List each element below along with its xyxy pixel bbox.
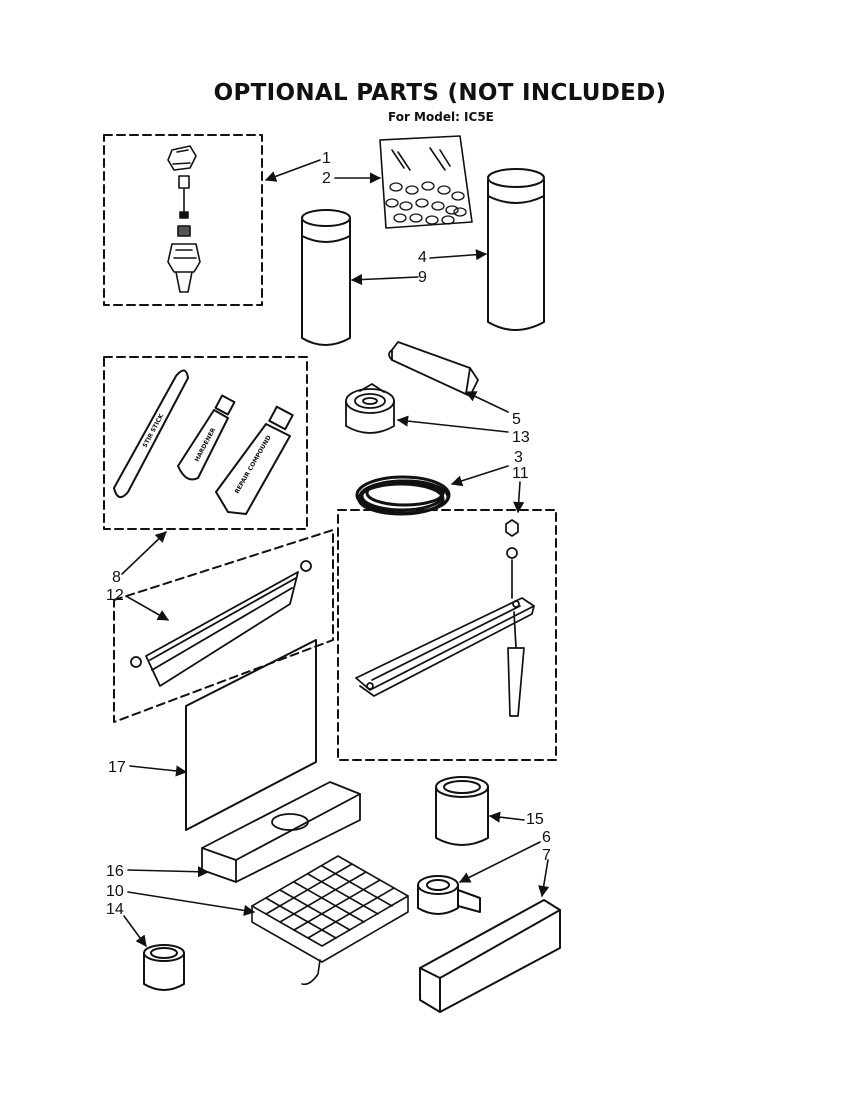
pellet-bag: [379, 135, 473, 229]
tape-roll-small: [417, 875, 481, 915]
pellets: [385, 181, 467, 225]
foam-block: [201, 781, 361, 883]
insulation-block: [419, 899, 561, 1013]
trim-kit-box: [113, 529, 334, 723]
leader-lines: [121, 159, 550, 947]
spray-can-small: [301, 209, 351, 346]
callout-5: 5: [512, 411, 521, 428]
callout-17: 17: [108, 759, 126, 776]
callout-10: 10: [106, 883, 124, 900]
evaporator-grid: [251, 855, 409, 986]
callout-9: 9: [418, 269, 427, 286]
callout-7: 7: [542, 847, 551, 864]
callout-8: 8: [112, 569, 121, 586]
repair-kit-box: [103, 356, 308, 530]
callout-16: 16: [106, 863, 124, 880]
trim-strip: [130, 560, 312, 687]
valve-assembly: [167, 145, 201, 293]
coiled-tubing: [355, 475, 451, 516]
tape-roll: [345, 383, 395, 434]
callout-2: 2: [322, 170, 331, 187]
repair-compound-tube: REPAIR COMPOUND: [215, 405, 294, 515]
callout-6: 6: [542, 829, 551, 846]
callout-13: 13: [512, 429, 530, 446]
callout-4: 4: [418, 249, 427, 266]
callout-11: 11: [512, 465, 529, 482]
callout-1: 1: [322, 150, 331, 167]
page-title: OPTIONAL PARTS (NOT INCLUDED): [213, 80, 667, 106]
spray-can-large: [487, 168, 545, 331]
valve-kit-box: [103, 134, 263, 306]
tube: [388, 341, 479, 397]
callout-12: 12: [106, 587, 124, 604]
callout-3: 3: [514, 449, 523, 466]
hardener-tube: HARDENER: [177, 394, 236, 481]
repair-compound-text: REPAIR COMPOUND: [234, 434, 273, 495]
model-subtitle: For Model: IC5E: [388, 110, 494, 124]
mounting-bracket: [355, 519, 535, 717]
stir-stick: STIR STICK: [113, 369, 189, 499]
filter-panel: [185, 639, 317, 831]
callout-14: 14: [106, 901, 124, 918]
paint-can-large: [435, 776, 489, 846]
callout-15: 15: [526, 811, 544, 828]
paint-can-small: [143, 944, 185, 991]
bracket-kit-box: [337, 509, 557, 761]
